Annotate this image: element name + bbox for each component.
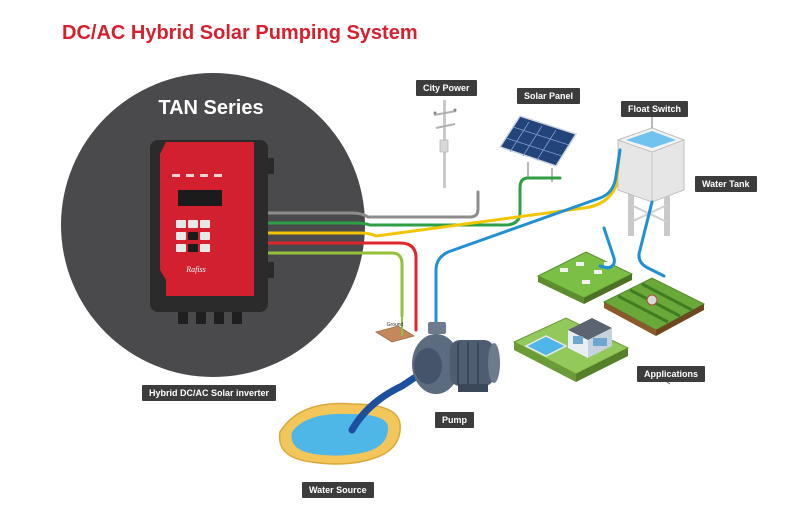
crops-application-icon [602, 277, 706, 336]
ground-label: Ground [387, 322, 404, 328]
ground-icon: Ground [375, 316, 415, 343]
inverter-display [178, 190, 222, 206]
water-tank-label: Water Tank [695, 176, 757, 192]
inverter-label: Hybrid DC/AC Solar inverter [142, 385, 277, 401]
suction-pipe [348, 374, 418, 434]
house-application-icon [512, 317, 630, 382]
city-power-label: City Power [416, 80, 477, 96]
solar-panel-label: Solar Panel [517, 88, 581, 104]
water-tank-icon [616, 127, 686, 236]
inverter-icon: Rafiss [150, 140, 274, 324]
power-pole-icon [433, 100, 457, 188]
pump-label: Pump [435, 412, 475, 428]
float-switch-label: Float Switch [621, 101, 689, 117]
pump-icon [412, 322, 500, 394]
applications-label: Applications [637, 366, 706, 382]
solar-panel-icon [498, 115, 578, 182]
water-source-label: Water Source [302, 482, 374, 498]
farm-application-icon [536, 251, 634, 304]
page-title: DC/AC Hybrid Solar Pumping System [62, 22, 418, 44]
wire-bundle [266, 148, 622, 332]
series-title: TAN Series [158, 97, 263, 119]
water-pipes [434, 148, 666, 332]
inverter-front-panel [160, 142, 254, 296]
brand-logo: Rafiss [185, 265, 206, 274]
water-source-icon [278, 402, 401, 465]
